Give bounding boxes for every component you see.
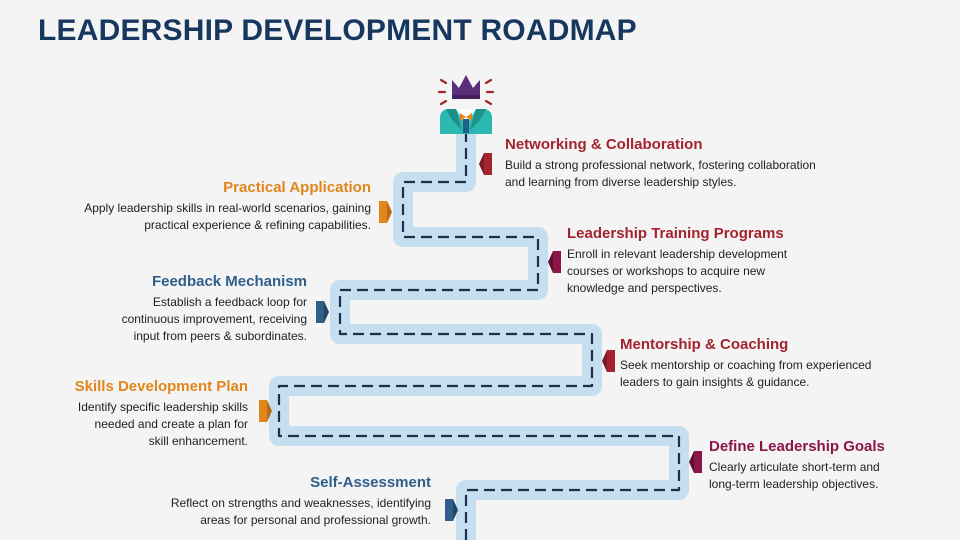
step-mentorship: Mentorship & Coaching Seek mentorship or… <box>620 336 871 391</box>
marker-networking <box>479 153 492 175</box>
step-title-practical: Practical Application <box>223 179 371 196</box>
step-title-mentorship: Mentorship & Coaching <box>620 336 789 353</box>
step-skills: Skills Development Plan Identify specifi… <box>75 378 248 450</box>
marker-self <box>445 499 458 521</box>
step-desc-skills: Identify specific leadership skills need… <box>77 400 248 448</box>
step-title-training: Leadership Training Programs <box>567 225 784 242</box>
suit-icon <box>440 109 492 134</box>
page-title: LEADERSHIP DEVELOPMENT ROADMAP <box>38 14 637 47</box>
step-title-feedback: Feedback Mechanism <box>151 273 307 290</box>
crown-icon <box>452 75 480 99</box>
step-desc-feedback: Establish a feedback loop for continuous… <box>121 295 307 343</box>
step-desc-goals: Clearly articulate short-term and long-t… <box>709 460 880 491</box>
step-goals: Define Leadership Goals Clearly articula… <box>709 438 885 493</box>
marker-mentorship <box>602 350 615 372</box>
step-title-goals: Define Leadership Goals <box>709 438 885 455</box>
marker-feedback <box>316 301 329 323</box>
step-desc-self: Reflect on strengths and weaknesses, ide… <box>170 496 431 527</box>
step-feedback: Feedback Mechanism Establish a feedback … <box>122 273 307 345</box>
step-desc-training: Enroll in relevant leadership developmen… <box>567 247 788 295</box>
step-title-self: Self-Assessment <box>310 474 431 491</box>
marker-skills <box>259 400 272 422</box>
step-practical: Practical Application Apply leadership s… <box>84 179 371 234</box>
marker-goals <box>689 451 702 473</box>
marker-training <box>548 251 561 273</box>
marker-practical <box>379 201 392 223</box>
step-training: Leadership Training Programs Enroll in r… <box>567 225 787 297</box>
step-self: Self-Assessment Reflect on strengths and… <box>171 474 431 529</box>
step-desc-networking: Build a strong professional network, fos… <box>505 158 816 189</box>
step-title-networking: Networking & Collaboration <box>505 136 703 153</box>
leader-icon <box>437 75 495 134</box>
step-desc-mentorship: Seek mentorship or coaching from experie… <box>620 358 872 389</box>
roadmap-dashes <box>277 132 681 540</box>
step-networking: Networking & Collaboration Build a stron… <box>505 136 816 191</box>
step-desc-practical: Apply leadership skills in real-world sc… <box>84 201 371 232</box>
step-title-skills: Skills Development Plan <box>74 378 248 395</box>
sparkle-lines <box>437 78 495 106</box>
